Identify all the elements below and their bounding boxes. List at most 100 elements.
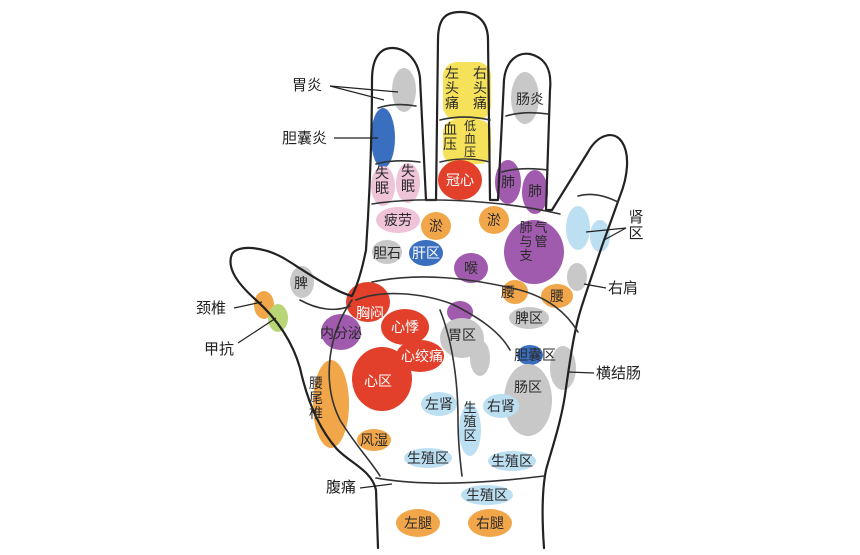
left-head-label: 左头痛 <box>445 66 459 112</box>
left-leg-label: 左腿 <box>404 516 432 532</box>
right-kidney-zone-shape <box>483 394 519 418</box>
finger-base-crease <box>371 199 561 215</box>
kidney-area-callout: 肾区 <box>628 208 643 242</box>
little-joint <box>577 193 619 203</box>
abdominal-pain-leader <box>359 483 393 489</box>
resistance-callout: 甲抗 <box>204 340 234 358</box>
head-zone-shape <box>443 62 491 120</box>
reproductive-bottom-zone-shape <box>461 485 513 505</box>
lung-a-label: 肺 <box>501 175 515 191</box>
spleen-area-label: 脾区 <box>515 311 543 327</box>
angina-label: 心绞痛 <box>401 348 443 365</box>
resistance-leader <box>237 317 277 344</box>
waist-a-label: 腰 <box>501 285 515 301</box>
rheumatism-label: 风湿 <box>360 433 388 449</box>
right-shoulder-leader <box>583 283 607 289</box>
life-line <box>328 299 381 477</box>
transverse-colon-leader <box>567 371 595 374</box>
index-joint-2 <box>375 159 421 165</box>
kidney-area-zone-shape-b <box>590 220 610 252</box>
ring-joint-2 <box>501 167 549 173</box>
rheumatism-zone-shape <box>357 429 391 451</box>
fatigue-zone-shape <box>376 207 420 233</box>
chest-tightness-label: 胸闷 <box>356 306 384 322</box>
leader-lines <box>233 85 627 489</box>
lung-b-label: 肺 <box>528 184 542 200</box>
stomach-label: 胃区 <box>448 328 476 344</box>
insomnia-a-label: 失眠 <box>375 166 389 197</box>
cervical-callout: 颈椎 <box>196 299 226 317</box>
waist-b-label: 腰 <box>550 289 564 305</box>
right-shoulder-callout: 右肩 <box>608 279 638 297</box>
palpitation-label: 心悸 <box>391 320 419 336</box>
lung-b-zone-shape <box>522 170 548 214</box>
reproductive-mid-label: 生殖区 <box>463 401 476 444</box>
intestine-area-zone-shape <box>504 364 552 436</box>
reproductive-mid-zone-shape <box>459 404 481 456</box>
transverse-colon-zone-shape <box>550 346 576 390</box>
coronary-label: 冠心 <box>446 173 474 189</box>
coccyx-lumbar-label: 腰尾椎 <box>309 376 323 422</box>
zone-shapes <box>254 62 610 537</box>
gastritis-callout: 胃炎 <box>292 76 322 94</box>
enteritis-label: 肠炎 <box>516 92 544 108</box>
reproductive-left-zone-shape <box>404 448 452 468</box>
right-leg-zone-shape <box>468 509 512 537</box>
endocrine-zone-shape <box>321 314 361 350</box>
kidney-area-zone-shape-a <box>566 206 590 250</box>
index-joint-1 <box>377 103 417 109</box>
liver-zone-shape <box>409 240 443 266</box>
heart-line <box>371 276 579 333</box>
reproductive-bottom-label: 生殖区 <box>466 487 508 504</box>
bronchus-label: 肺与支气管 <box>519 220 547 264</box>
head-line <box>355 292 511 351</box>
heart-zone-shape <box>352 347 412 411</box>
fatigue-label: 疲劳 <box>384 212 412 229</box>
reproductive-right-label: 生殖区 <box>491 453 533 470</box>
lung-a-zone-shape <box>495 160 521 204</box>
left-kidney-label: 左肾 <box>425 397 453 413</box>
heart-label: 心区 <box>364 374 392 390</box>
right-head-label: 右头痛 <box>473 66 487 112</box>
left-kidney-zone-shape <box>421 392 457 416</box>
stomach-zone-shape-tail <box>470 340 490 376</box>
waist-a-zone-shape <box>502 280 528 304</box>
stasis-a-zone-shape <box>421 212 451 240</box>
stasis-b-zone-shape <box>479 206 509 234</box>
intestine-area-label: 肠区 <box>514 380 542 396</box>
stasis-a-label: 淤 <box>429 219 443 235</box>
bronchus-zone-shape <box>504 220 564 284</box>
cholecystitis-callout: 胆囊炎 <box>282 129 327 147</box>
middle-joint-2 <box>439 158 491 163</box>
insomnia-a-zone-shape <box>371 166 395 206</box>
gastritis-leader-a <box>329 85 385 101</box>
liver-label: 肝区 <box>412 246 440 262</box>
reproductive-right-zone-shape <box>488 451 536 471</box>
right-leg-label: 右腿 <box>476 516 504 532</box>
cervical-leader <box>233 301 263 309</box>
endocrine-label: 内分泌 <box>320 326 362 342</box>
enteritis-zone-shape <box>511 72 539 124</box>
gastritis-zone-shape <box>392 68 416 112</box>
gallstone-label: 胆石 <box>373 246 401 262</box>
gallstone-zone-shape <box>372 240 402 264</box>
wrist-line <box>375 475 545 484</box>
cholecystitis-zone-shape <box>371 108 395 168</box>
transverse-colon-callout: 横结肠 <box>596 364 641 382</box>
reproductive-left-label: 生殖区 <box>407 450 449 467</box>
spleen-label: 脾 <box>294 276 308 292</box>
zone-labels-horizontal: 肠炎 冠心 疲劳 淤 淤 胆石 肝区 喉 脾 腰 腰 脾区 胸闷 内分泌 心悸 … <box>294 92 564 532</box>
gallbladder-area-zone-shape <box>517 345 543 365</box>
creases <box>299 103 619 484</box>
chest-tightness-zone-shape <box>346 282 390 322</box>
pressure-zone-shape <box>443 120 491 164</box>
throat-zone-shape <box>454 253 488 283</box>
fate-line <box>439 309 463 477</box>
ring-joint-1 <box>505 111 549 117</box>
spleen-area-zone-shape <box>509 307 549 329</box>
thumb-crease <box>299 299 351 311</box>
insomnia-b-zone-shape <box>396 163 420 203</box>
zone-labels: 左头痛 右头痛 血压 低血压 失眠 失眠 肺 肺 肺与支气管 腰尾椎 生殖区 <box>309 66 548 444</box>
